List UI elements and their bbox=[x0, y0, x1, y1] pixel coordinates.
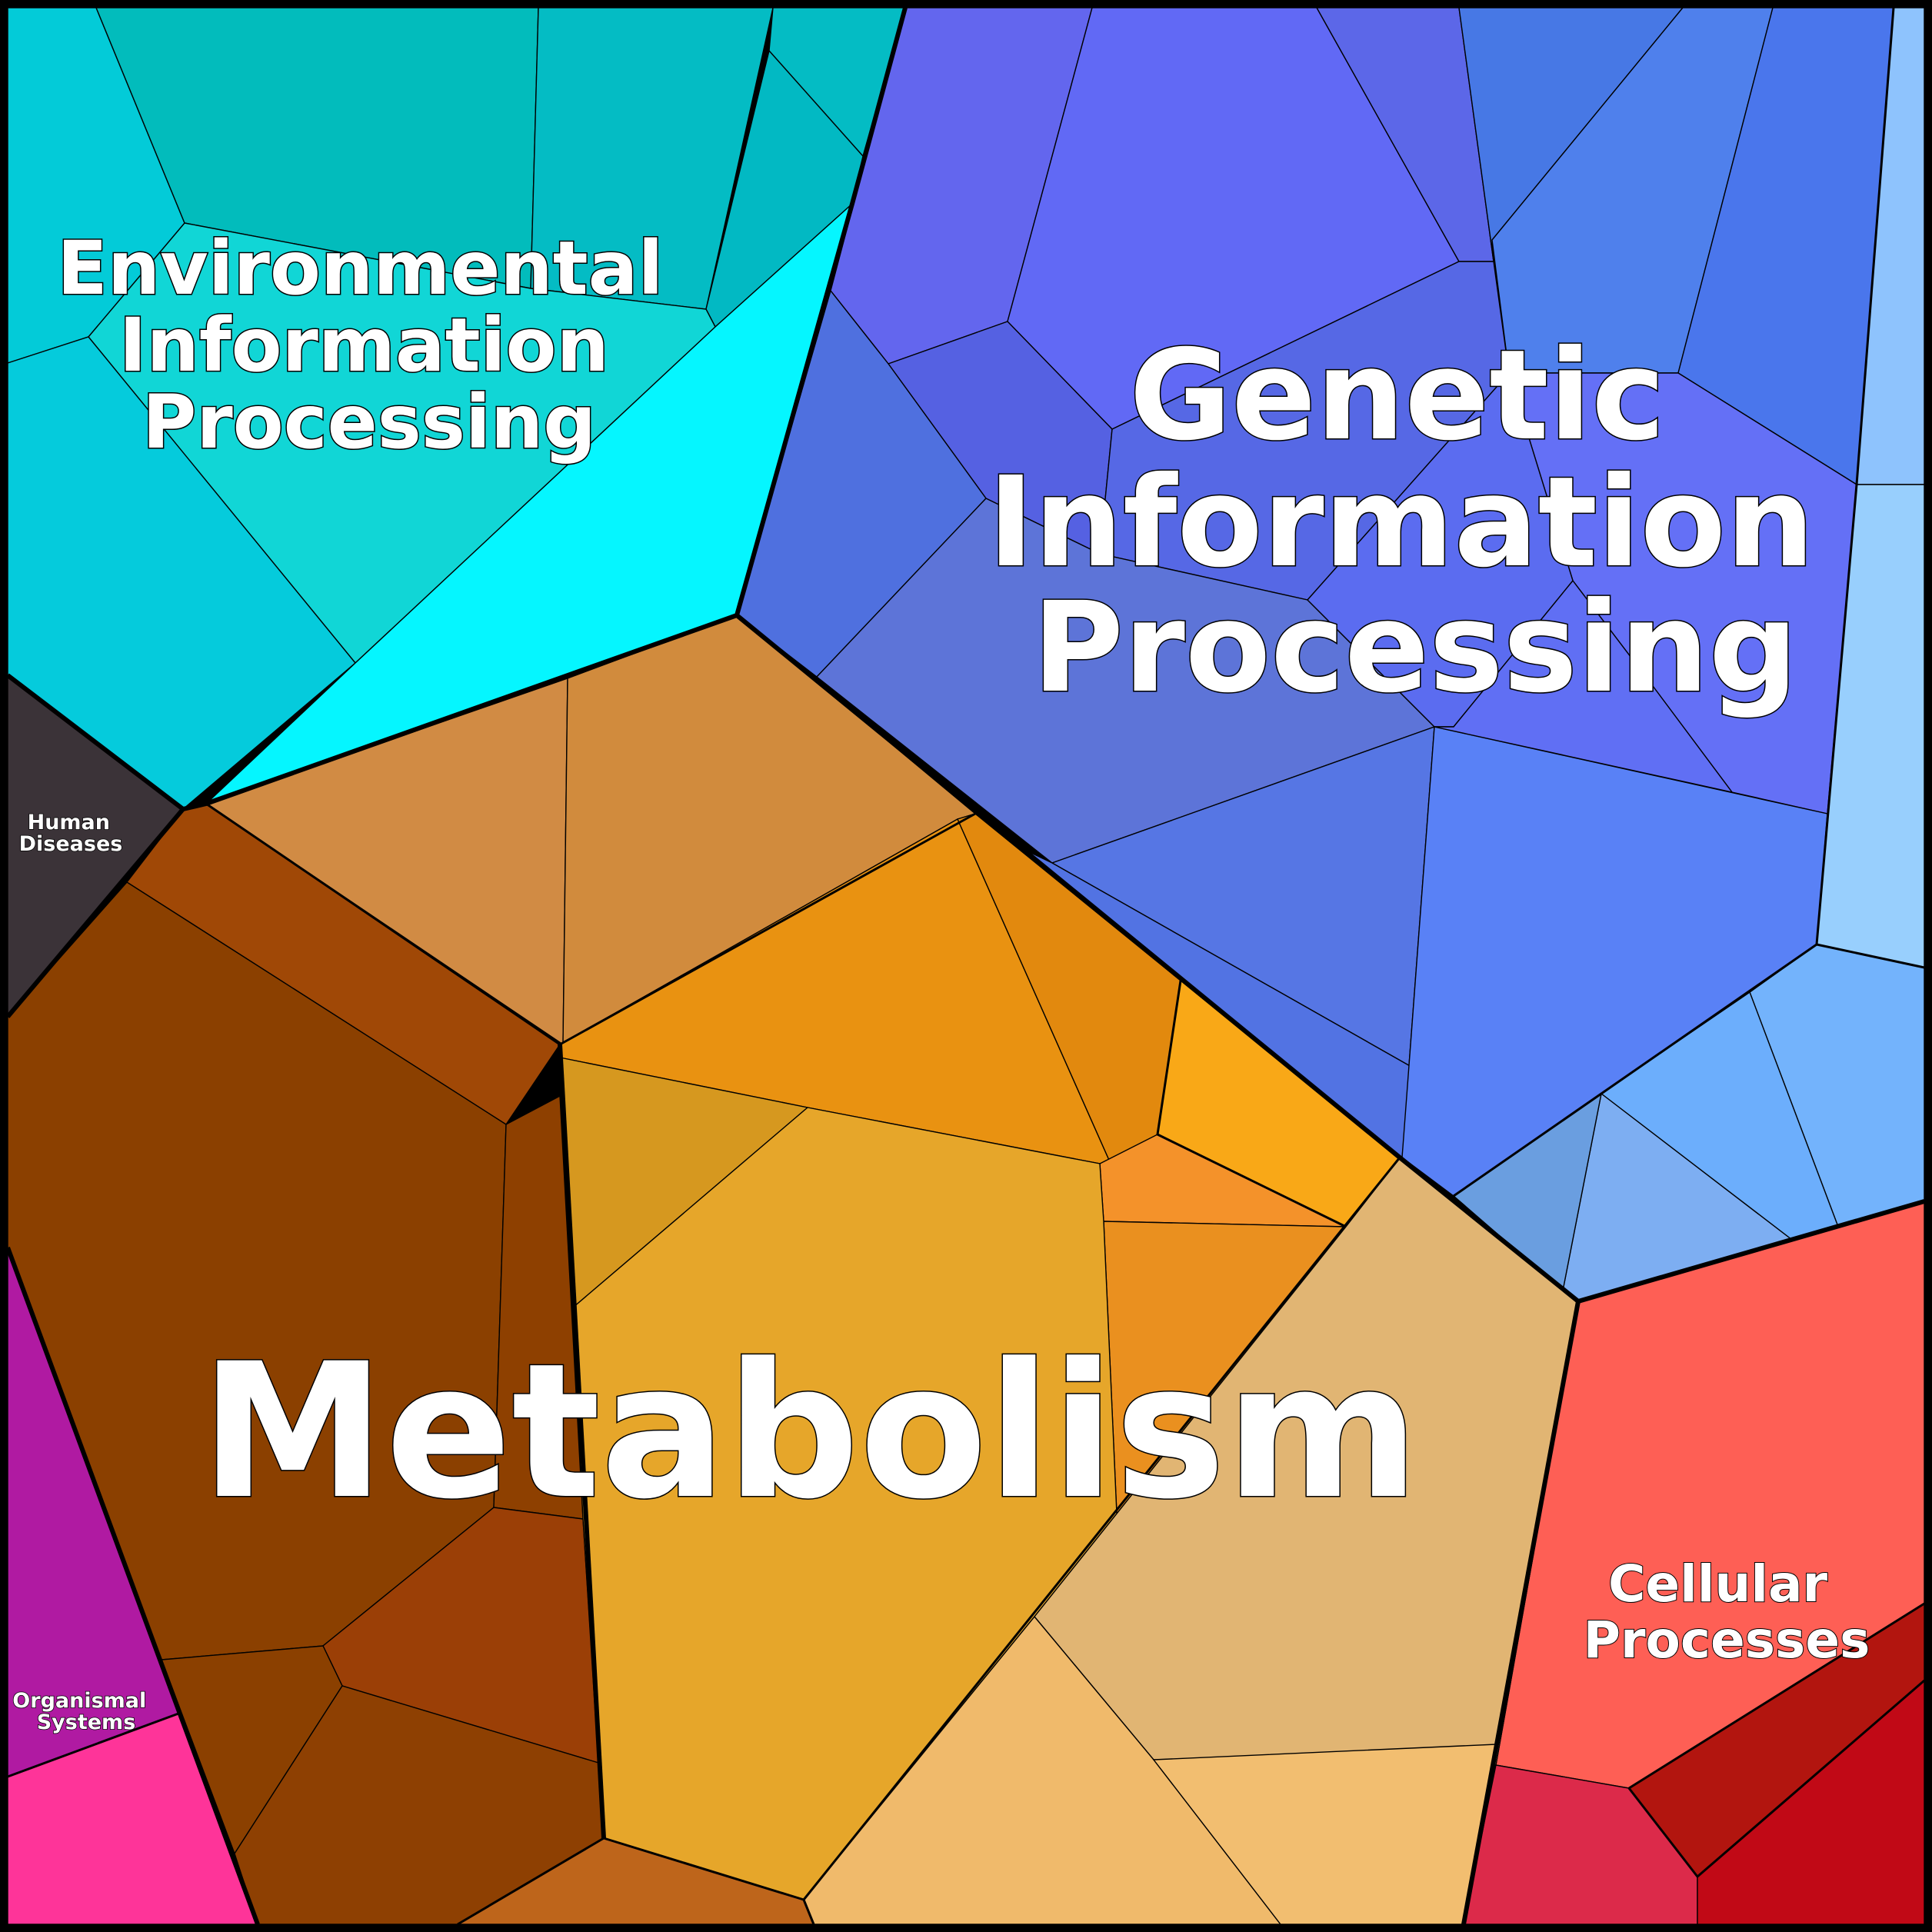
label-genetic: Genetic Information Processing bbox=[988, 324, 1857, 721]
region-environmental bbox=[7, 7, 906, 810]
label-genetic-line-1: Genetic bbox=[1129, 324, 1665, 468]
label-cellular-line-2: Processes bbox=[1584, 1611, 1870, 1670]
label-human-line-1: Human bbox=[28, 811, 110, 834]
label-cellular: Cellular Processes bbox=[1584, 1554, 1870, 1670]
region-metabolism bbox=[7, 615, 1579, 1925]
region-genetic bbox=[736, 7, 1894, 1197]
label-human-line-2: Diseases bbox=[19, 832, 123, 856]
label-organismal-line-2: Systems bbox=[37, 1710, 136, 1734]
cell-env-7 bbox=[7, 336, 356, 810]
region-organismal bbox=[7, 1247, 259, 1925]
label-human-diseases: Human Diseases bbox=[19, 811, 123, 856]
cell-gen-16 bbox=[1434, 579, 1734, 794]
label-environmental-line-2: Information bbox=[119, 302, 609, 388]
region-cellular bbox=[1463, 1201, 1925, 1925]
category-labels: Environmental Information Processing Gen… bbox=[12, 225, 1871, 1735]
label-metabolism: Metabolism bbox=[200, 1324, 1420, 1541]
label-genetic-line-2: Information bbox=[988, 451, 1814, 595]
label-genetic-line-3: Processing bbox=[1032, 576, 1798, 721]
label-environmental: Environmental Information Processing bbox=[57, 225, 689, 465]
label-organismal: Organismal Systems bbox=[12, 1689, 153, 1734]
label-environmental-line-1: Environmental bbox=[57, 225, 663, 311]
label-organismal-line-1: Organismal bbox=[12, 1689, 146, 1713]
label-cellular-line-1: Cellular bbox=[1608, 1554, 1828, 1614]
label-environmental-line-3: Processing bbox=[142, 379, 596, 465]
